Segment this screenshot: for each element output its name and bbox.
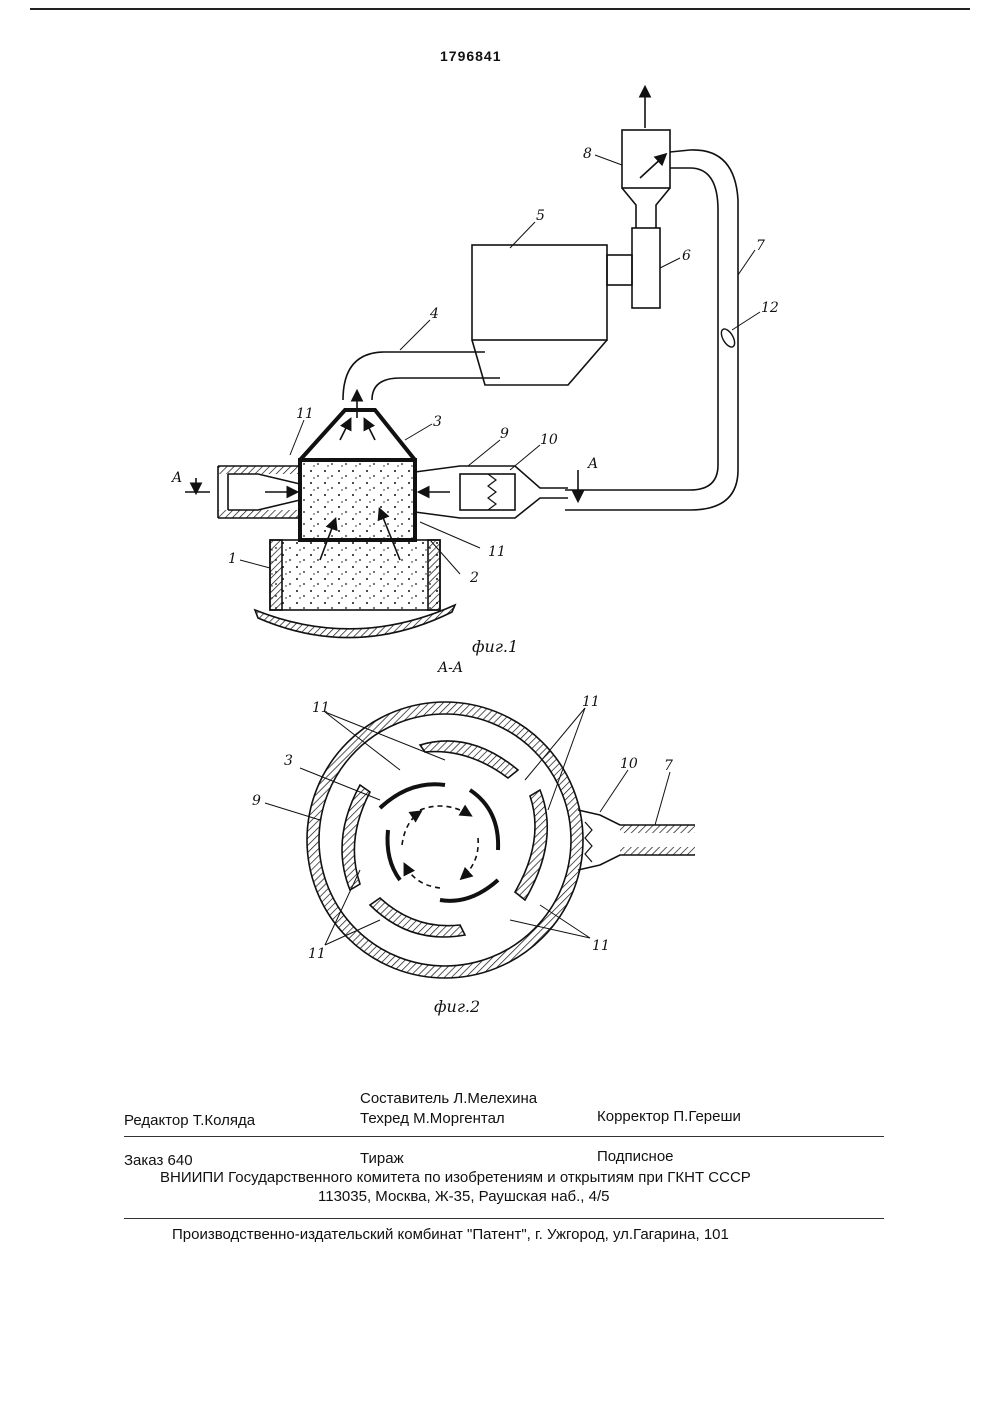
fig1-caption: фиг.1 (472, 637, 518, 656)
fig2-label-7: 7 (664, 758, 673, 774)
section-mark-right: A (586, 456, 598, 472)
institute-line: ВНИИПИ Государственного комитета по изоб… (160, 1169, 751, 1186)
fig2-caption: фиг.2 (434, 997, 480, 1016)
rule-1 (124, 1136, 884, 1137)
fig2-label-10: 10 (620, 756, 638, 772)
housing-2 (300, 460, 415, 540)
label-6: 6 (682, 248, 691, 264)
label-7: 7 (756, 238, 765, 254)
technical-drawing: 1 2 3 4 5 6 7 8 9 10 11 11 12 A A фиг.1 (0, 0, 1000, 1070)
editor-line: Редактор Т.Коляда (124, 1112, 255, 1129)
fig1-labels: 1 2 3 4 5 6 7 8 9 10 11 11 12 A A фиг.1 (170, 146, 779, 656)
fan-6 (632, 228, 660, 308)
fig2-label-3: 3 (284, 753, 293, 769)
label-12: 12 (761, 300, 779, 316)
fig2-drawing (265, 702, 695, 978)
printer-line: Производственно-издательский комбинат "П… (172, 1226, 729, 1243)
fig2-label-11-bottom-left: 11 (308, 946, 326, 962)
fig2-label-11-top-right: 11 (582, 694, 600, 710)
label-5: 5 (536, 208, 545, 224)
vessel-1 (270, 540, 440, 610)
subscription-line: Подписное (597, 1148, 674, 1165)
fig2-label-11-bottom-right: 11 (592, 938, 610, 954)
circulation-line: Тираж (360, 1150, 404, 1167)
order-line: Заказ 640 (124, 1152, 193, 1169)
label-3: 3 (433, 414, 442, 430)
fig2-label-11-top-left: 11 (312, 700, 330, 716)
address-line: 113035, Москва, Ж-35, Раушская наб., 4/5 (318, 1188, 610, 1205)
fig1-drawing (185, 88, 760, 638)
rule-2 (124, 1218, 884, 1219)
compiler-line: Составитель Л.Мелехина (360, 1090, 537, 1107)
hopper-5 (472, 245, 607, 340)
label-11-bottom: 11 (488, 544, 506, 560)
label-1: 1 (228, 551, 237, 567)
label-11-top: 11 (296, 406, 314, 422)
label-4: 4 (429, 306, 439, 322)
label-10: 10 (540, 432, 558, 448)
label-8: 8 (583, 146, 592, 162)
label-9: 9 (500, 426, 509, 442)
fig2-section-title: A-A (436, 660, 463, 676)
section-mark-left: A (170, 470, 182, 486)
techred-line: Техред М.Моргентал (360, 1110, 505, 1127)
cyclone-8 (622, 130, 670, 188)
fig2-label-9: 9 (252, 793, 261, 809)
label-2: 2 (469, 570, 479, 586)
corrector-line: Корректор П.Гереши (597, 1108, 741, 1125)
